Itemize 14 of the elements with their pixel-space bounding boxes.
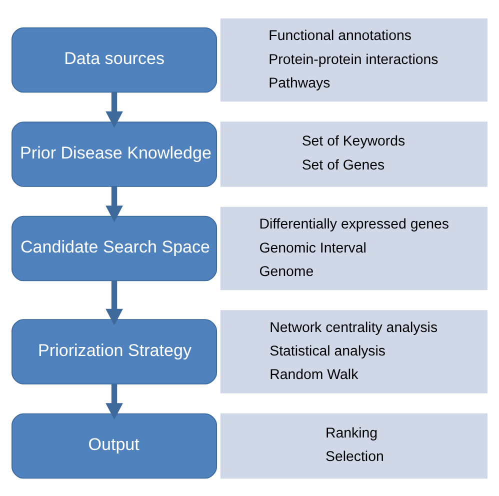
arrow [106,186,123,222]
arrow [106,383,123,420]
node-box: Prior Disease Knowledge [12,121,218,186]
node-box: Differentially expressed genes Genomic Interval Genome [220,206,488,290]
node-box: Ranking Selection [220,412,488,478]
node-box: Priorization Strategy [12,318,218,384]
node-box: Network centrality analysis Statistical analysis Random Walk [220,310,488,393]
arrow [106,280,123,325]
node-box: Set of Keywords Set of Genes [220,121,488,186]
node-box: Functional annotations Protein-protein interactions Pathways [220,18,488,102]
arrow [106,92,123,128]
node-box: Data sources [12,26,218,92]
node-box: Output [12,412,218,478]
node-box: Candidate Search Space [12,215,218,281]
